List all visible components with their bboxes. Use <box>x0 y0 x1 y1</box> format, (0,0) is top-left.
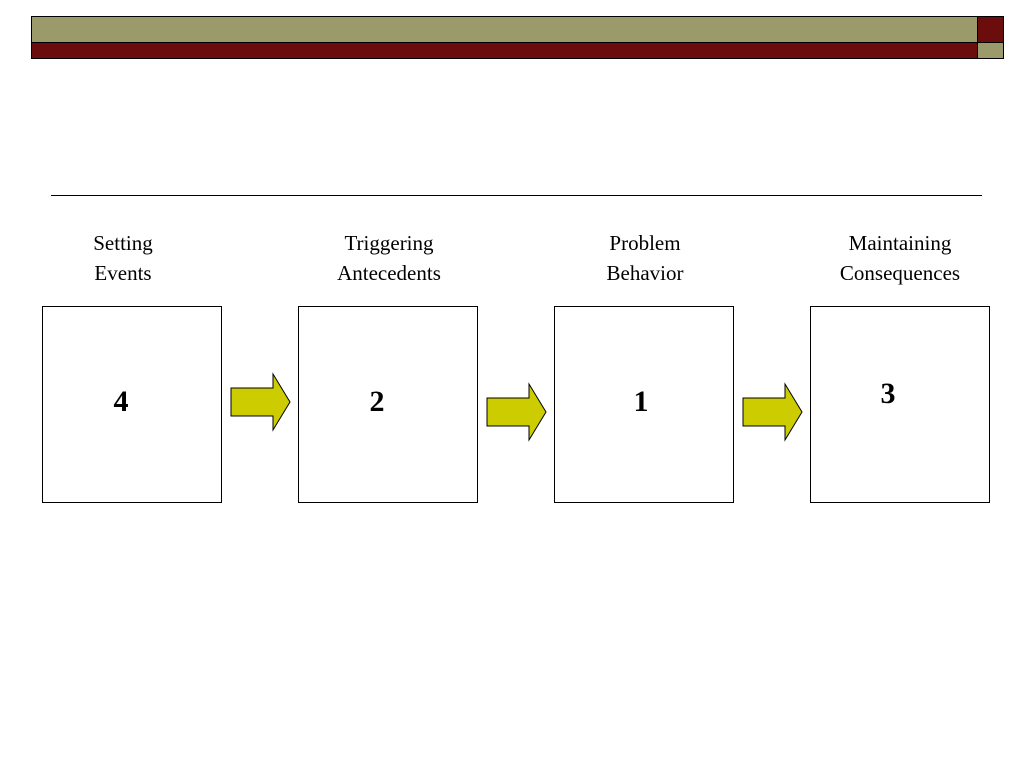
header-band-maroon <box>31 43 978 59</box>
header-corner-olive <box>978 43 1004 59</box>
step-box-problem-behavior <box>554 306 734 503</box>
step-order-number: 2 <box>369 385 385 418</box>
step-order-number: 1 <box>633 385 649 418</box>
step-box-maintaining-consequences <box>810 306 990 503</box>
step-box-triggering-antecedents <box>298 306 478 503</box>
flow-arrow-icon <box>486 382 547 442</box>
title-rule <box>51 195 982 196</box>
header-corner-maroon <box>978 16 1004 43</box>
flow-arrow-icon <box>742 382 803 442</box>
step-box-setting-events <box>42 306 222 503</box>
flow-arrow-icon <box>230 372 291 432</box>
step-order-number: 3 <box>880 377 896 410</box>
header-band-olive <box>31 16 978 43</box>
step-order-number: 4 <box>113 385 129 418</box>
